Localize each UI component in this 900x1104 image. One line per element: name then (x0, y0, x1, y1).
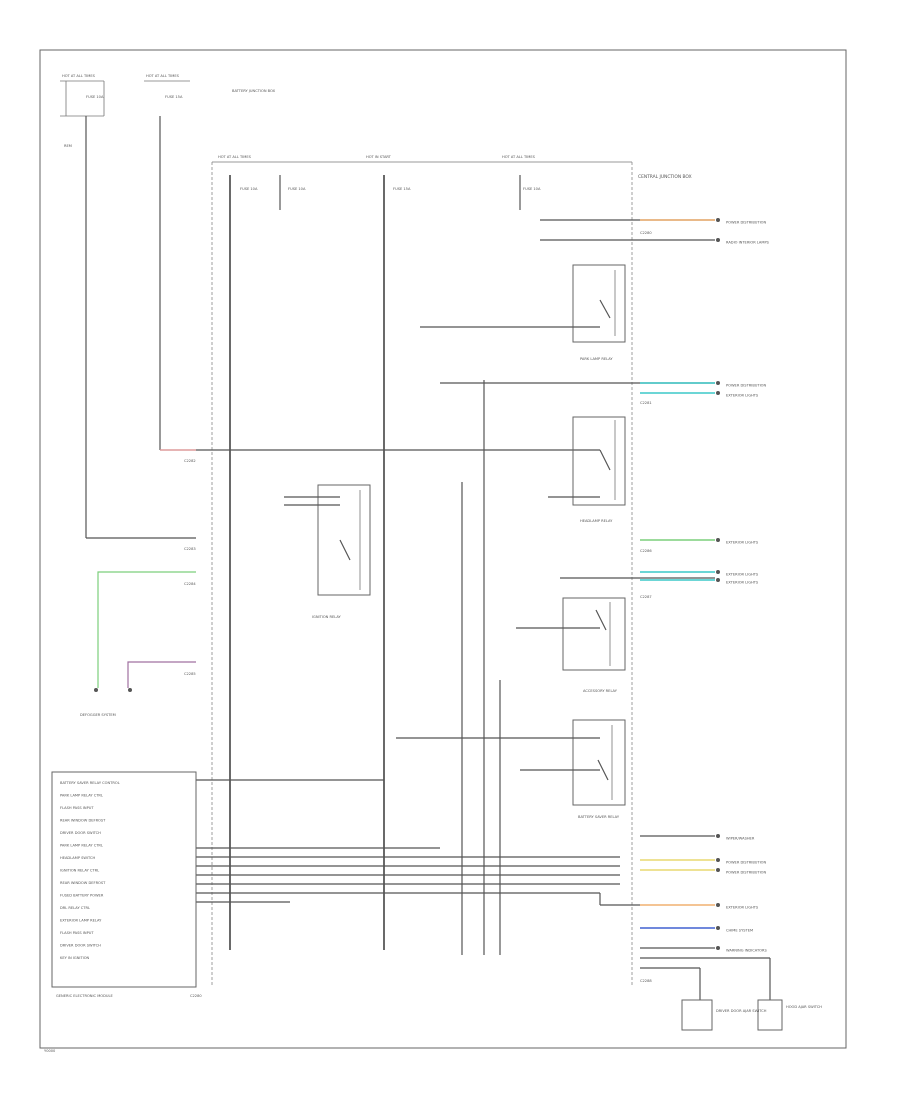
destination-3: POWER DISTRIBUTION (726, 384, 766, 388)
destination-10: POWER DISTRIBUTION (726, 871, 766, 875)
fuse-header-4: HOT IN START (366, 155, 392, 159)
module-pin-3: FLASH PASS INPUT (60, 806, 94, 810)
hood-ajar-switch (757, 999, 783, 1031)
conn-c2285: C2285 (184, 672, 196, 676)
fuse-label-4: FUSE 10A (288, 187, 306, 191)
conn-c2280: C2280 (640, 231, 652, 235)
relay-headlamp: HEADLAMP RELAY (548, 416, 626, 523)
destination-7: EXTERIOR LIGHTS (726, 581, 759, 585)
fuse-label-3: FUSE 10A (240, 187, 258, 191)
destination-11: EXTERIOR LIGHTS (726, 906, 759, 910)
top-note: BATTERY JUNCTION BOX (232, 89, 276, 93)
relay-ignition: IGNITION RELAY (284, 484, 371, 619)
figure-id: Y0000 (44, 1049, 56, 1053)
conn-c2288: C2288 (640, 979, 652, 983)
module-pin-11: DRL RELAY CTRL (60, 906, 90, 910)
hood-ajar-label: HOOD AJAR SWITCH (786, 1005, 822, 1009)
fuse-header-1: HOT AT ALL TIMES (62, 74, 96, 78)
destination-2: RADIO INTERIOR LAMPS (726, 241, 770, 245)
fuse-label-2: FUSE 15A (165, 95, 183, 99)
module-pin-9: REAR WINDOW DEFROST (60, 881, 106, 885)
fuse-header-2: HOT AT ALL TIMES (146, 74, 180, 78)
destination-1: POWER DISTRIBUTION (726, 221, 766, 225)
relay-battery-saver: BATTERY SAVER RELAY (396, 719, 626, 819)
module-box (51, 771, 197, 988)
destination-12: CHIME SYSTEM (726, 929, 753, 933)
door-ajar-label: DRIVER DOOR AJAR SWITCH (716, 1009, 767, 1013)
relay-ignition-label: IGNITION RELAY (312, 615, 342, 619)
fuse-label-5: FUSE 15A (393, 187, 411, 191)
module-pin-10: FUSED BATTERY POWER (60, 894, 104, 898)
module-pin-12: EXTERIOR LAMP RELAY (60, 919, 102, 923)
destination-13: WARNING INDICATORS (726, 949, 767, 953)
rem-label: REM (64, 144, 72, 148)
destination-9: POWER DISTRIBUTION (726, 861, 766, 865)
relay-park: PARK LAMP RELAY (420, 264, 626, 361)
conn-c2283: C2283 (184, 547, 196, 551)
defogger-label: DEFOGGER SYSTEM (80, 713, 116, 717)
fuse-label-6: FUSE 10A (523, 187, 541, 191)
module-pin-7: HEADLAMP SWITCH (60, 856, 96, 860)
module-pin-8: IGNITION RELAY CTRL (60, 869, 99, 873)
fuse-header-3: HOT AT ALL TIMES (218, 155, 252, 159)
module-pin-2: PARK LAMP RELAY CTRL (60, 794, 103, 798)
destination-8: WIPER/WASHER (726, 837, 755, 841)
door-ajar-switch (681, 999, 713, 1031)
conn-c2281: C2281 (640, 401, 652, 405)
relay-accessory: ACCESSORY RELAY (516, 597, 626, 693)
module-pin-4: REAR WINDOW DEFROST (60, 819, 106, 823)
destination-4: EXTERIOR LIGHTS (726, 394, 759, 398)
diagram-frame (39, 49, 847, 1049)
conn-c2282: C2282 (184, 459, 196, 463)
module-pin-13: FLASH PASS INPUT (60, 931, 94, 935)
conn-c2286: C2286 (640, 549, 652, 553)
module-connector: C2280 (190, 994, 202, 998)
module-pin-15: KEY IN IGNITION (60, 956, 90, 960)
relay-accessory-label: ACCESSORY RELAY (583, 689, 618, 693)
right-destinations: POWER DISTRIBUTION RADIO INTERIOR LAMPS PO… (726, 221, 770, 953)
destination-6: EXTERIOR LIGHTS (726, 573, 759, 577)
central-junction-label: CENTRAL JUNCTION BOX (638, 174, 692, 180)
conn-c2287: C2287 (640, 595, 652, 599)
relay-battery-saver-label: BATTERY SAVER RELAY (578, 815, 620, 819)
module-pin-14: DRIVER DOOR SWITCH (60, 944, 101, 948)
relay-park-label: PARK LAMP RELAY (580, 357, 613, 361)
module-name: GENERIC ELECTRONIC MODULE (56, 994, 114, 998)
fuse-header-5: HOT AT ALL TIMES (502, 155, 536, 159)
module-pin-6: PARK LAMP RELAY CTRL (60, 844, 103, 848)
relay-headlamp-label: HEADLAMP RELAY (580, 519, 613, 523)
module-pin-1: BATTERY SAVER RELAY CONTROL (60, 781, 120, 785)
fuse-label-1: FUSE 10A (86, 95, 104, 99)
module-pin-5: DRIVER DOOR SWITCH (60, 831, 101, 835)
module-pins: BATTERY SAVER RELAY CONTROL PARK LAMP REL… (60, 781, 120, 960)
destination-5: EXTERIOR LIGHTS (726, 541, 759, 545)
conn-c2284: C2284 (184, 582, 196, 586)
